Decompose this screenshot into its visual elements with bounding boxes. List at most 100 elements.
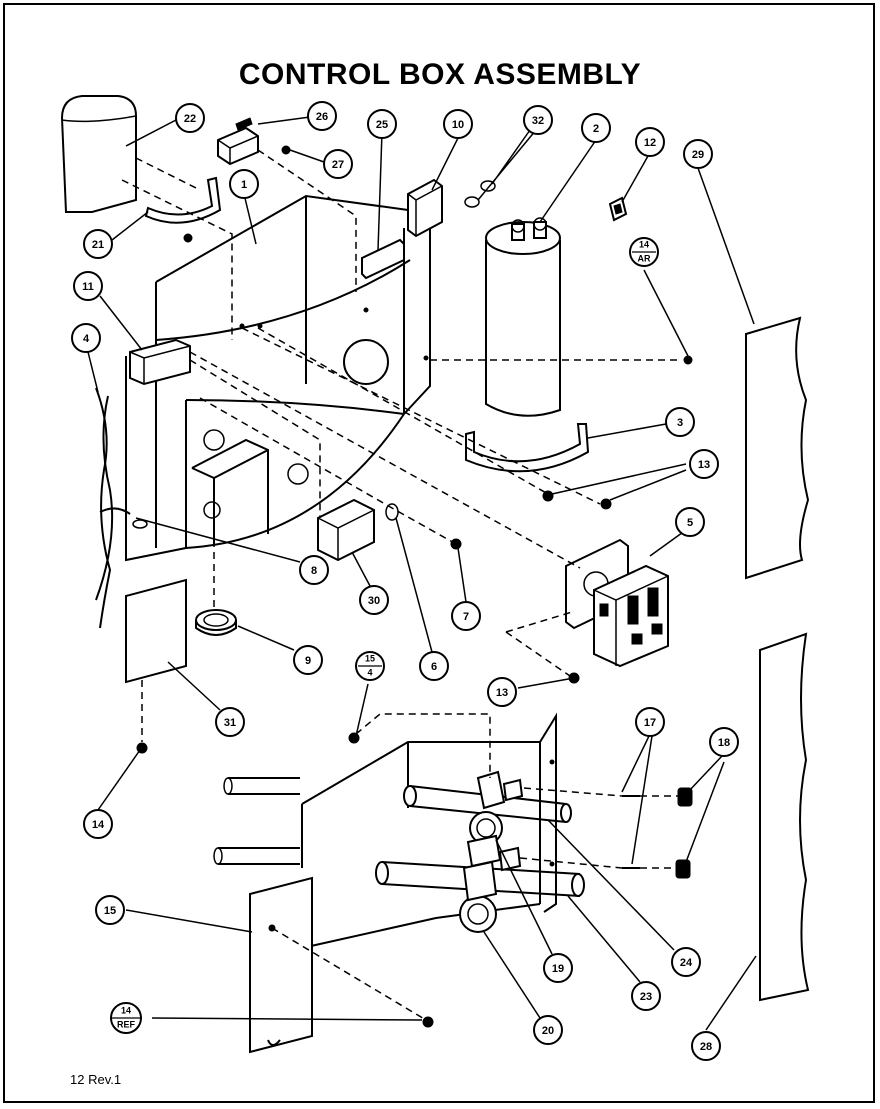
callout-19: 19 [543, 953, 573, 983]
part-capacitor-strap [465, 423, 590, 473]
svg-text:19: 19 [552, 963, 564, 975]
screw-13b [600, 498, 612, 510]
callout-18: 18 [709, 727, 739, 757]
part-small-bracket [217, 117, 259, 166]
leader-lines [87, 116, 757, 1031]
callout-20: 20 [533, 1015, 563, 1045]
part-caps [675, 787, 693, 879]
svg-text:32: 32 [532, 115, 544, 127]
callout-2: 2 [581, 113, 611, 143]
svg-text:8: 8 [311, 565, 317, 577]
screw-14-ar [683, 355, 693, 365]
svg-text:21: 21 [92, 239, 104, 251]
callout-21: 21 [83, 229, 113, 259]
svg-text:22: 22 [184, 113, 196, 125]
callout-5: 5 [675, 507, 705, 537]
part-block-10 [407, 178, 443, 238]
callout-15-4: 15 4 [355, 651, 385, 681]
callout-11: 11 [73, 271, 103, 301]
callout-32: 32 [523, 105, 553, 135]
part-lower-panel [249, 876, 313, 1054]
svg-text:17: 17 [644, 717, 656, 729]
callout-14-ref: 14 REF [110, 1002, 142, 1034]
callout-25: 25 [367, 109, 397, 139]
callout-27: 27 [323, 149, 353, 179]
svg-text:12: 12 [644, 137, 656, 149]
svg-text:11: 11 [82, 281, 94, 293]
callout-13a: 13 [689, 449, 719, 479]
svg-text:13: 13 [496, 687, 508, 699]
callout-6: 6 [419, 651, 449, 681]
svg-text:29: 29 [692, 149, 704, 161]
tubing [213, 777, 585, 897]
screw-13a [542, 490, 554, 502]
screw-27 [281, 145, 291, 155]
screw-15-4 [348, 732, 360, 744]
callout-9: 9 [293, 645, 323, 675]
svg-text:1: 1 [241, 179, 247, 191]
svg-text:10: 10 [452, 119, 464, 131]
part-valves [459, 770, 524, 933]
part-plate-31 [125, 578, 187, 684]
callout-14: 14 [83, 809, 113, 839]
callout-14-ar: 14 AR [629, 237, 659, 267]
svg-text:9: 9 [305, 655, 311, 667]
svg-text:25: 25 [376, 119, 388, 131]
svg-text:31: 31 [224, 717, 236, 729]
part-side-panel-29 [745, 316, 810, 580]
part-capacitor [485, 217, 561, 417]
callout-10: 10 [443, 109, 473, 139]
svg-text:13: 13 [698, 459, 710, 471]
callout-30: 30 [359, 585, 389, 615]
part-block-11 [129, 338, 191, 386]
callout-23: 23 [631, 981, 661, 1011]
callout-26: 26 [307, 101, 337, 131]
callout-7: 7 [451, 601, 481, 631]
svg-text:14: 14 [121, 1005, 131, 1015]
part-clip-12 [608, 196, 628, 222]
part-side-panel-28 [759, 632, 810, 1002]
screw-strap [183, 233, 193, 243]
callout-1: 1 [229, 169, 259, 199]
svg-text:5: 5 [687, 517, 693, 529]
svg-text:AR: AR [638, 253, 651, 263]
assembly-lines [121, 149, 682, 1021]
callout-12: 12 [635, 127, 665, 157]
callout-3: 3 [665, 407, 695, 437]
svg-text:4: 4 [83, 333, 90, 345]
svg-text:7: 7 [463, 611, 469, 623]
svg-text:20: 20 [542, 1025, 554, 1037]
svg-text:18: 18 [718, 737, 730, 749]
svg-text:14: 14 [92, 819, 105, 831]
svg-text:24: 24 [680, 957, 693, 969]
part-relay [317, 498, 375, 562]
valve-bracket [301, 712, 557, 949]
svg-text:14: 14 [639, 239, 649, 249]
callout-31: 31 [215, 707, 245, 737]
callout-8: 8 [299, 555, 329, 585]
svg-text:30: 30 [368, 595, 380, 607]
revision-label: 12 Rev.1 [70, 1072, 122, 1087]
svg-text:6: 6 [431, 661, 437, 673]
svg-text:REF: REF [117, 1019, 136, 1029]
svg-text:3: 3 [677, 417, 683, 429]
part-contactor [565, 538, 669, 668]
callout-29: 29 [683, 139, 713, 169]
svg-text:28: 28 [700, 1041, 712, 1053]
svg-text:4: 4 [367, 667, 372, 677]
svg-text:26: 26 [316, 111, 328, 123]
callout-17: 17 [635, 707, 665, 737]
callout-4: 4 [71, 323, 101, 353]
svg-text:15: 15 [104, 905, 116, 917]
callout-13b: 13 [487, 677, 517, 707]
callout-22: 22 [175, 103, 205, 133]
svg-text:27: 27 [332, 159, 344, 171]
page-title: CONTROL BOX ASSEMBLY [238, 58, 642, 91]
part-cover [60, 95, 137, 213]
svg-text:2: 2 [593, 123, 599, 135]
callout-15: 15 [95, 895, 125, 925]
part-wire [95, 387, 148, 629]
screw-14-ref [422, 1016, 434, 1028]
part-bushing [195, 609, 237, 636]
